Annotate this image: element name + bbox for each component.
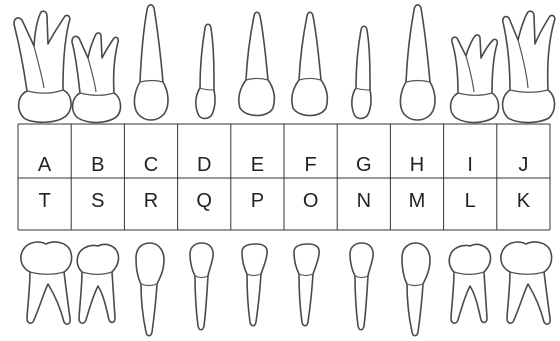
tooth-N-lower-lateral-incisor bbox=[350, 243, 373, 330]
tooth-label-j: J bbox=[518, 154, 528, 176]
tooth-J-upper-second-molar bbox=[503, 11, 555, 122]
tooth-O-lower-central-incisor bbox=[294, 244, 319, 326]
tooth-G-upper-lateral-incisor bbox=[352, 26, 371, 118]
tooth-label-a: A bbox=[38, 154, 52, 176]
tooth-Q-lower-lateral-incisor bbox=[190, 243, 213, 330]
tooth-F-upper-central-incisor bbox=[292, 12, 328, 115]
tooth-label-e: E bbox=[251, 154, 264, 176]
tooth-S-lower-first-molar bbox=[77, 244, 118, 323]
tooth-label-s: S bbox=[91, 190, 104, 212]
tooth-label-d: D bbox=[197, 154, 211, 176]
tooth-label-i: I bbox=[467, 154, 473, 176]
tooth-R-lower-canine bbox=[136, 243, 164, 336]
tooth-label-q: Q bbox=[196, 190, 212, 212]
tooth-T-lower-second-molar bbox=[21, 242, 72, 324]
tooth-E-upper-central-incisor bbox=[239, 12, 275, 115]
tooth-label-n: N bbox=[357, 190, 371, 212]
tooth-M-lower-canine bbox=[402, 243, 430, 336]
tooth-label-c: C bbox=[144, 154, 158, 176]
tooth-I-upper-first-molar bbox=[451, 35, 499, 123]
tooth-label-o: O bbox=[303, 190, 319, 212]
tooth-L-lower-first-molar bbox=[449, 244, 490, 323]
tooth-A-upper-second-molar bbox=[14, 11, 71, 122]
tooth-letter-grid: AT BS CR DQ EP FO GN HM IL JK bbox=[18, 124, 550, 230]
tooth-label-g: G bbox=[356, 154, 372, 176]
tooth-label-l: L bbox=[465, 190, 476, 212]
tooth-label-r: R bbox=[144, 190, 158, 212]
tooth-label-t: T bbox=[38, 190, 50, 212]
tooth-D-upper-lateral-incisor bbox=[196, 24, 215, 118]
tooth-label-b: B bbox=[91, 154, 104, 176]
tooth-P-lower-central-incisor bbox=[242, 244, 267, 326]
tooth-C-upper-canine bbox=[134, 5, 168, 120]
upper-teeth-row bbox=[14, 5, 555, 123]
tooth-H-upper-canine bbox=[400, 5, 435, 120]
tooth-label-m: M bbox=[409, 190, 426, 212]
tooth-label-p: P bbox=[251, 190, 264, 212]
lower-teeth-row bbox=[21, 242, 552, 336]
tooth-B-upper-first-molar bbox=[72, 33, 121, 123]
tooth-label-k: K bbox=[517, 190, 531, 212]
tooth-label-h: H bbox=[410, 154, 424, 176]
tooth-K-lower-second-molar bbox=[501, 242, 552, 324]
tooth-label-f: F bbox=[304, 154, 316, 176]
